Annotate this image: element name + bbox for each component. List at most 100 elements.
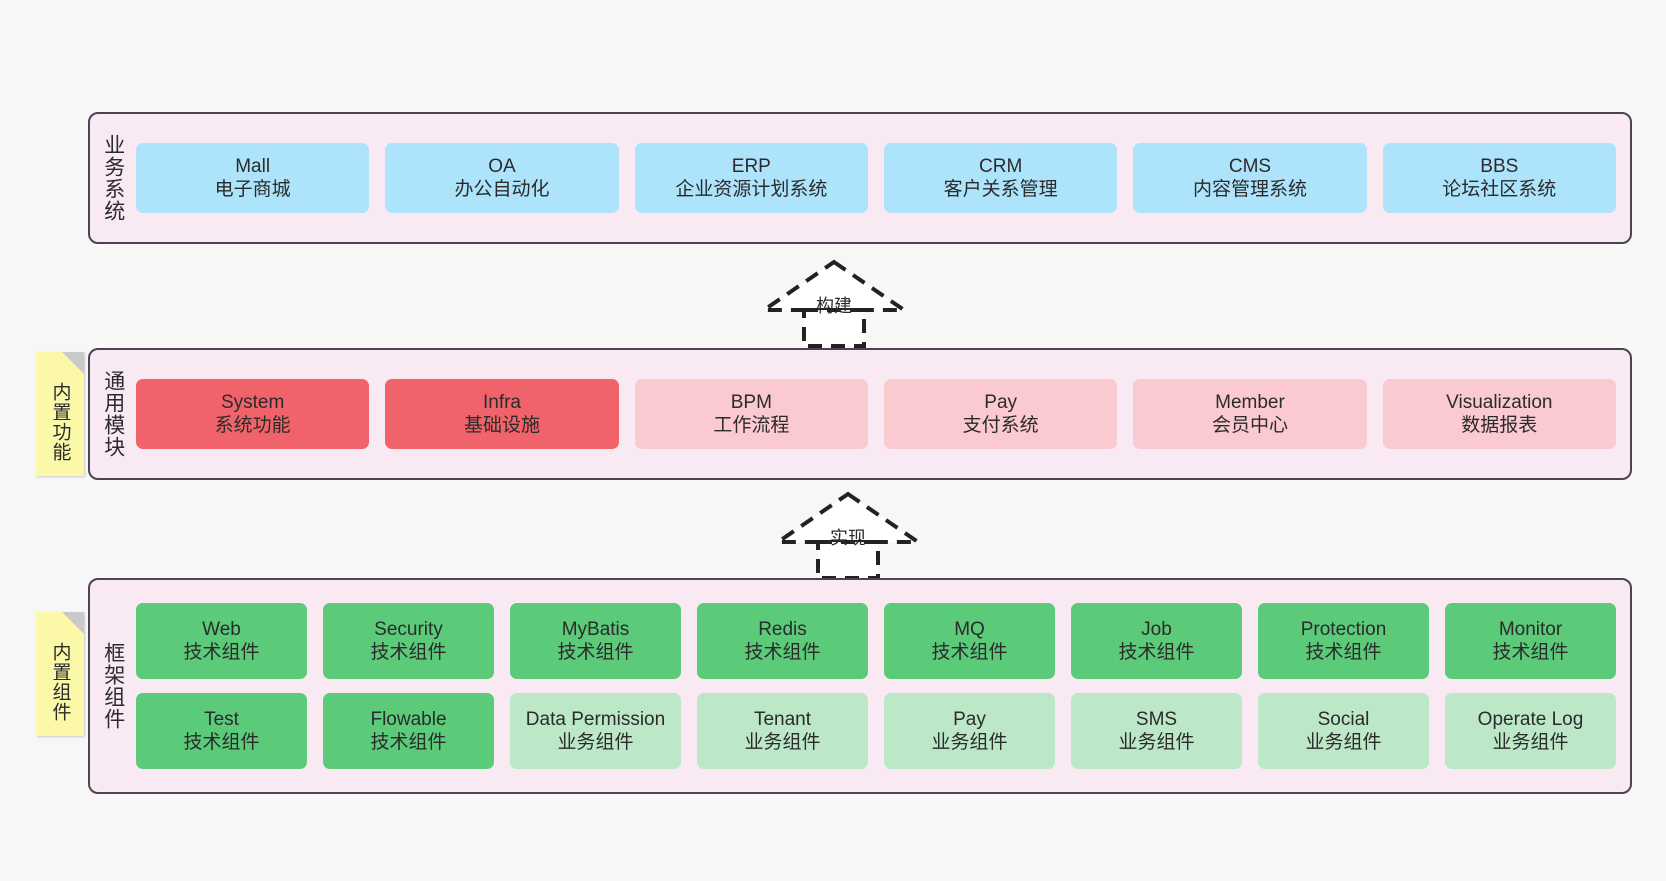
arrow-head-triangle <box>771 491 925 544</box>
node-label-cn: 业务组件 <box>744 732 821 753</box>
arrow-stem <box>816 540 880 580</box>
folded-corner-icon <box>62 612 84 634</box>
node-infra[interactable]: Infra 基础设施 <box>385 379 619 449</box>
layer-title-framework: 框架组件 <box>101 642 125 730</box>
node-label-cn: 技术组件 <box>1492 642 1569 663</box>
node-label-en: Operate Log <box>1477 708 1584 730</box>
node-label-cn: 技术组件 <box>1118 642 1195 663</box>
node-flowable[interactable]: Flowable 技术组件 <box>323 693 494 769</box>
node-label-en: Redis <box>758 618 807 640</box>
arrow-stem <box>802 308 866 348</box>
node-label-en: Pay <box>984 391 1018 413</box>
node-label-cn: 办公自动化 <box>454 179 550 200</box>
node-visualization[interactable]: Visualization 数据报表 <box>1382 379 1616 449</box>
folded-corner-icon <box>62 352 84 374</box>
node-test[interactable]: Test 技术组件 <box>136 693 307 769</box>
node-label-en: BPM <box>730 391 772 413</box>
sticky-note-builtin-component: 内置组件 <box>36 612 84 736</box>
layer-common-module: 通用模块 System 系统功能 Infra 基础设施 BPM 工作流程 Pay… <box>88 348 1632 480</box>
node-label-en: System <box>220 391 285 413</box>
node-label-cn: 数据报表 <box>1461 415 1538 436</box>
node-label-en: Social <box>1317 708 1370 730</box>
layer-title-common: 通用模块 <box>101 370 125 458</box>
node-label-en: BBS <box>1480 155 1519 177</box>
node-label-en: Security <box>374 618 443 640</box>
node-tenant[interactable]: Tenant 业务组件 <box>697 693 868 769</box>
node-label-en: Flowable <box>370 708 447 730</box>
node-label-cn: 业务组件 <box>1492 732 1569 753</box>
layer-title-business: 业务系统 <box>101 134 125 222</box>
node-label-en: Job <box>1141 618 1172 640</box>
node-mybatis[interactable]: MyBatis 技术组件 <box>510 603 681 679</box>
arrow-implement: 实现 <box>760 490 936 580</box>
layer-body-framework: Web 技术组件 Security 技术组件 MyBatis 技术组件 Redi… <box>136 580 1630 792</box>
node-redis[interactable]: Redis 技术组件 <box>697 603 868 679</box>
node-protection[interactable]: Protection 技术组件 <box>1258 603 1429 679</box>
node-label-cn: 电子商城 <box>214 179 291 200</box>
sticky-label: 内置功能 <box>49 382 71 462</box>
node-job[interactable]: Job 技术组件 <box>1071 603 1242 679</box>
node-label-cn: 客户关系管理 <box>943 179 1058 200</box>
node-label-en: MyBatis <box>561 618 630 640</box>
sticky-label: 内置组件 <box>49 642 71 722</box>
node-monitor[interactable]: Monitor 技术组件 <box>1445 603 1616 679</box>
node-erp[interactable]: ERP 企业资源计划系统 <box>634 143 868 213</box>
node-label-en: Infra <box>482 391 521 413</box>
node-label-cn: 企业资源计划系统 <box>675 179 828 200</box>
node-label-cn: 业务组件 <box>1118 732 1195 753</box>
node-sms[interactable]: SMS 业务组件 <box>1071 693 1242 769</box>
node-label-en: Web <box>202 618 241 640</box>
node-label-en: Visualization <box>1446 391 1553 413</box>
layer-row: Test 技术组件 Flowable 技术组件 Data Permission … <box>136 693 1616 769</box>
node-mall[interactable]: Mall 电子商城 <box>136 143 370 213</box>
node-data-permission[interactable]: Data Permission 业务组件 <box>510 693 681 769</box>
node-label-cn: 工作流程 <box>713 415 790 436</box>
node-label-en: Monitor <box>1498 618 1563 640</box>
node-security[interactable]: Security 技术组件 <box>323 603 494 679</box>
node-mq[interactable]: MQ 技术组件 <box>884 603 1055 679</box>
node-label-cn: 论坛社区系统 <box>1442 179 1557 200</box>
layer-body-common: System 系统功能 Infra 基础设施 BPM 工作流程 Pay 支付系统… <box>136 350 1630 478</box>
node-label-cn: 技术组件 <box>744 642 821 663</box>
layer-business-system: 业务系统 Mall 电子商城 OA 办公自动化 ERP 企业资源计划系统 CRM… <box>88 112 1632 244</box>
node-label-cn: 业务组件 <box>1305 732 1382 753</box>
node-cms[interactable]: CMS 内容管理系统 <box>1133 143 1367 213</box>
node-label-en: Mall <box>235 155 271 177</box>
node-web[interactable]: Web 技术组件 <box>136 603 307 679</box>
node-label-en: CMS <box>1228 155 1272 177</box>
node-social[interactable]: Social 业务组件 <box>1258 693 1429 769</box>
node-label-cn: 系统功能 <box>214 415 291 436</box>
layer-row: System 系统功能 Infra 基础设施 BPM 工作流程 Pay 支付系统… <box>136 379 1616 449</box>
node-system[interactable]: System 系统功能 <box>136 379 370 449</box>
node-label-cn: 技术组件 <box>1305 642 1382 663</box>
node-bbs[interactable]: BBS 论坛社区系统 <box>1382 143 1616 213</box>
node-label-cn: 支付系统 <box>962 415 1039 436</box>
sticky-note-builtin-function: 内置功能 <box>36 352 84 476</box>
node-oa[interactable]: OA 办公自动化 <box>385 143 619 213</box>
node-label-en: OA <box>488 155 516 177</box>
node-label-en: CRM <box>979 155 1023 177</box>
node-label-cn: 技术组件 <box>557 642 634 663</box>
node-bpm[interactable]: BPM 工作流程 <box>634 379 868 449</box>
node-label-en: Data Permission <box>525 708 666 730</box>
node-label-en: Pay <box>953 708 986 730</box>
node-label-cn: 会员中心 <box>1211 415 1288 436</box>
node-label-cn: 基础设施 <box>463 415 540 436</box>
node-crm[interactable]: CRM 客户关系管理 <box>883 143 1118 213</box>
arrow-head-triangle <box>757 259 911 312</box>
layer-framework-component: 框架组件 Web 技术组件 Security 技术组件 MyBatis 技术组件… <box>88 578 1632 794</box>
node-operate-log[interactable]: Operate Log 业务组件 <box>1445 693 1616 769</box>
node-pay-component[interactable]: Pay 业务组件 <box>884 693 1055 769</box>
layer-row: Mall 电子商城 OA 办公自动化 ERP 企业资源计划系统 CRM 客户关系… <box>136 143 1616 213</box>
node-label-cn: 业务组件 <box>557 732 634 753</box>
node-label-en: Protection <box>1300 618 1387 640</box>
node-label-en: Test <box>204 708 239 730</box>
arrow-build: 构建 <box>746 258 922 348</box>
node-label-cn: 技术组件 <box>183 642 260 663</box>
node-label-cn: 技术组件 <box>370 732 447 753</box>
node-label-cn: 技术组件 <box>183 732 260 753</box>
node-label-cn: 业务组件 <box>931 732 1008 753</box>
node-pay[interactable]: Pay 支付系统 <box>883 379 1118 449</box>
node-member[interactable]: Member 会员中心 <box>1133 379 1367 449</box>
